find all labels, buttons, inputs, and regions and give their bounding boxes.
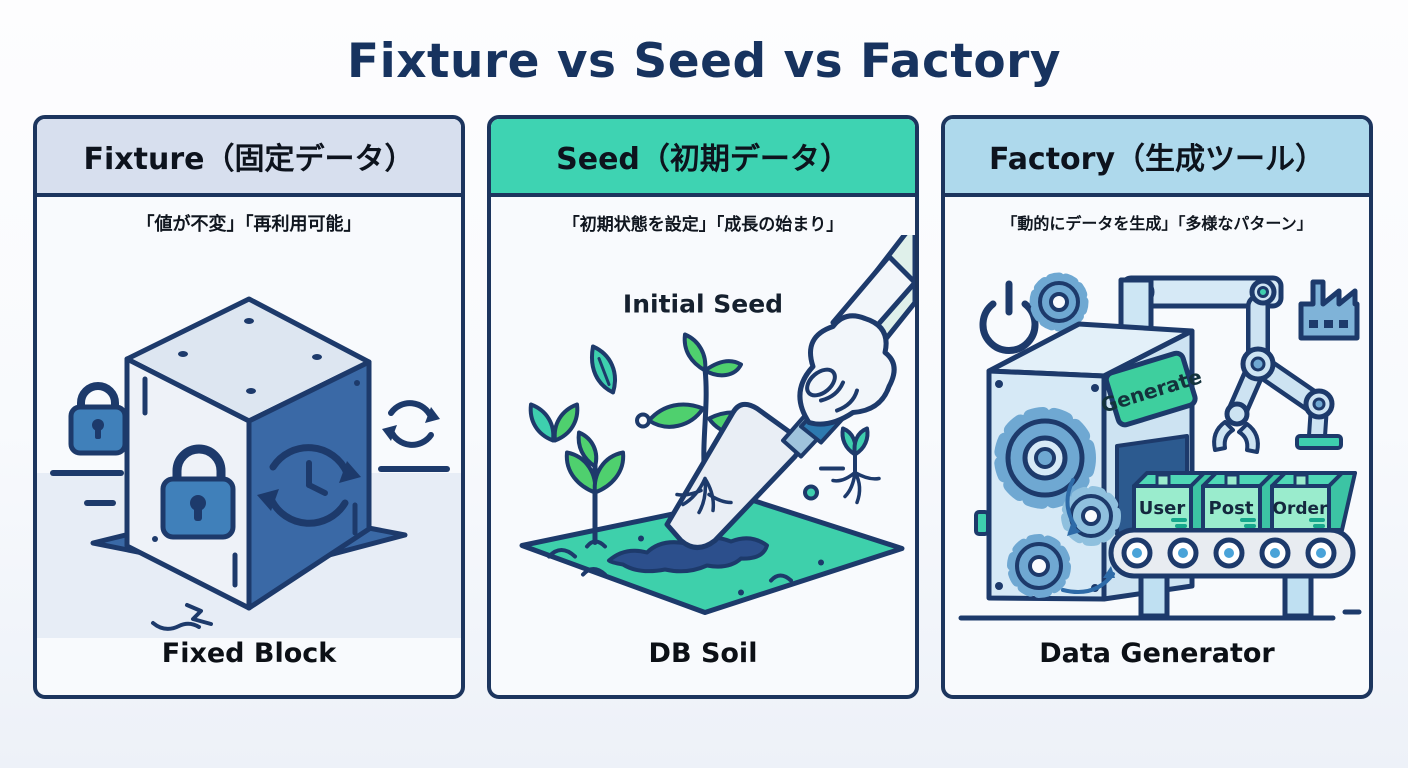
factory-icon [1298,279,1360,341]
machine-gear-mid [1061,486,1121,546]
initial-seed-label: Initial Seed [623,290,783,319]
card-fixture-caption: Fixed Block [161,638,337,669]
card-fixture: Fixture（固定データ） 「値が不変」「再利用可能」 [33,115,465,699]
card-factory-header: Factory（生成ツール） [945,119,1369,197]
card-factory-caption: Data Generator [1039,638,1275,669]
lock-icon [160,444,236,540]
fixture-illustration [37,236,461,638]
small-lock-icon [68,382,128,456]
machine-gear-small [1007,534,1071,598]
db-soil-art: Initial Seed [519,235,915,615]
card-seed: Seed（初期データ） 「初期状態を設定」「成長の始まり」 [487,115,919,699]
hand-glove-icon [797,235,915,427]
seed-illustration: Initial Seed [491,235,915,638]
roots-icon [675,476,733,515]
comparison-cards: Fixture（固定データ） 「値が不変」「再利用可能」 [0,115,1408,699]
data-box-user: User [1132,471,1219,532]
card-fixture-header: Fixture（固定データ） [37,119,461,197]
machine-gear-large [994,407,1096,509]
box-label-post: Post [1209,498,1254,519]
sprout-roots-icon [819,426,881,505]
clock-refresh-icon [257,444,361,527]
card-fixture-subtitle: 「値が不変」「再利用可能」 [136,214,362,235]
refresh-icon [382,400,440,448]
card-seed-caption: DB Soil [648,638,758,669]
card-seed-subtitle: 「初期状態を設定」「成長の始まり」 [562,215,844,235]
robot-arm-icon [1120,275,1343,454]
data-box-order: Order [1270,471,1357,532]
data-generator-art: Generate [958,272,1362,621]
page-title: Fixture vs Seed vs Factory [347,34,1061,89]
generate-button: Generate [1098,350,1205,428]
box-label-order: Order [1273,499,1329,519]
box-label-user: User [1139,498,1186,519]
factory-illustration: Generate [945,234,1369,638]
power-icon [979,280,1039,354]
fixed-block-art [37,296,461,638]
seedling-icon [564,430,626,549]
gear-icon [1029,272,1089,332]
conveyor-belt-icon [1108,527,1356,619]
card-factory-subtitle: 「動的にデータを生成」「多様なパターン」 [1001,214,1313,233]
card-seed-header: Seed（初期データ） [491,119,915,197]
leaf-icon [528,344,617,443]
card-factory: Factory（生成ツール） 「動的にデータを生成」「多様なパターン」 [941,115,1373,699]
